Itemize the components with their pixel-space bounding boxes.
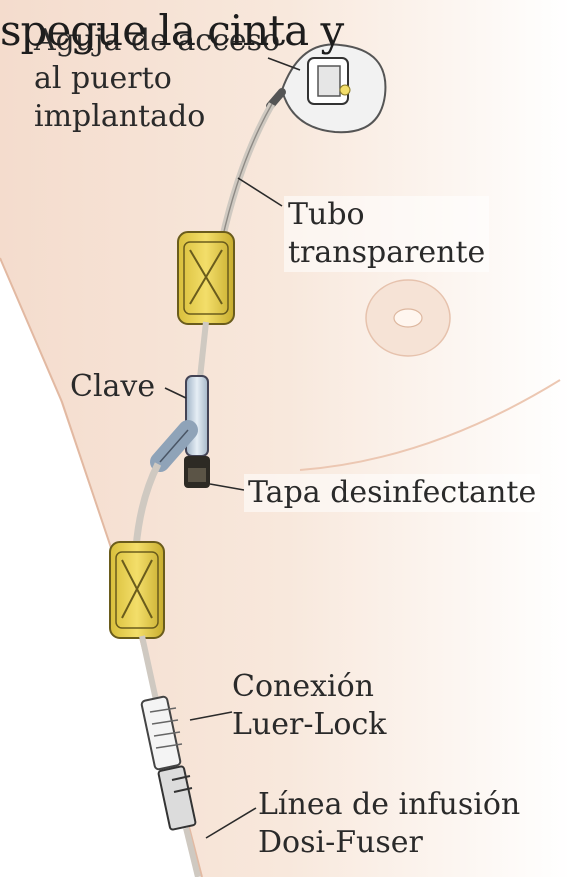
cap-label-text: Tapa desinfectante (248, 474, 536, 512)
luer-label: Conexión Luer-Lock (232, 668, 386, 744)
line-label-line2: Dosi-Fuser (258, 824, 520, 862)
tube-label: Tubo transparente (284, 196, 489, 272)
tube-label-line2: transparente (288, 234, 485, 272)
lower-clamp (110, 542, 164, 638)
upper-clamp (178, 232, 234, 324)
tube-label-line1: Tubo (288, 196, 485, 234)
line-label-line1: Línea de infusión (258, 786, 520, 824)
needle-label-line2: al puerto (34, 60, 280, 98)
luer-label-line1: Conexión (232, 668, 386, 706)
clave-label-text: Clave (70, 368, 155, 406)
clave-label: Clave (70, 368, 155, 406)
line-label: Línea de infusión Dosi-Fuser (258, 786, 520, 862)
needle-label-line3: implantado (34, 98, 280, 136)
cap-label: Tapa desinfectante (244, 474, 540, 512)
overlay-caption: spegue la cinta y (0, 6, 343, 56)
nipple-illustration (366, 280, 450, 356)
luer-label-line2: Luer-Lock (232, 706, 386, 744)
